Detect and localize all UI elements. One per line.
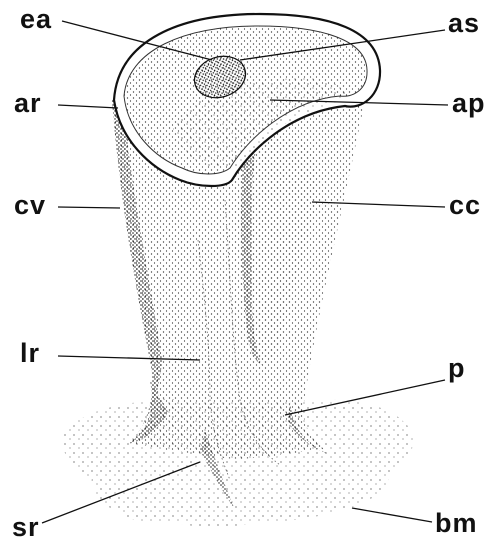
label-ap: ap (452, 90, 486, 117)
label-ar: ar (14, 90, 42, 117)
label-lr: lr (20, 340, 40, 367)
label-ea: ea (20, 6, 52, 33)
label-sr: sr (12, 514, 40, 541)
label-as: as (448, 10, 480, 37)
label-cc: cc (449, 192, 481, 219)
label-bm: bm (435, 510, 478, 537)
label-cv: cv (14, 192, 46, 219)
label-p: p (448, 355, 466, 382)
